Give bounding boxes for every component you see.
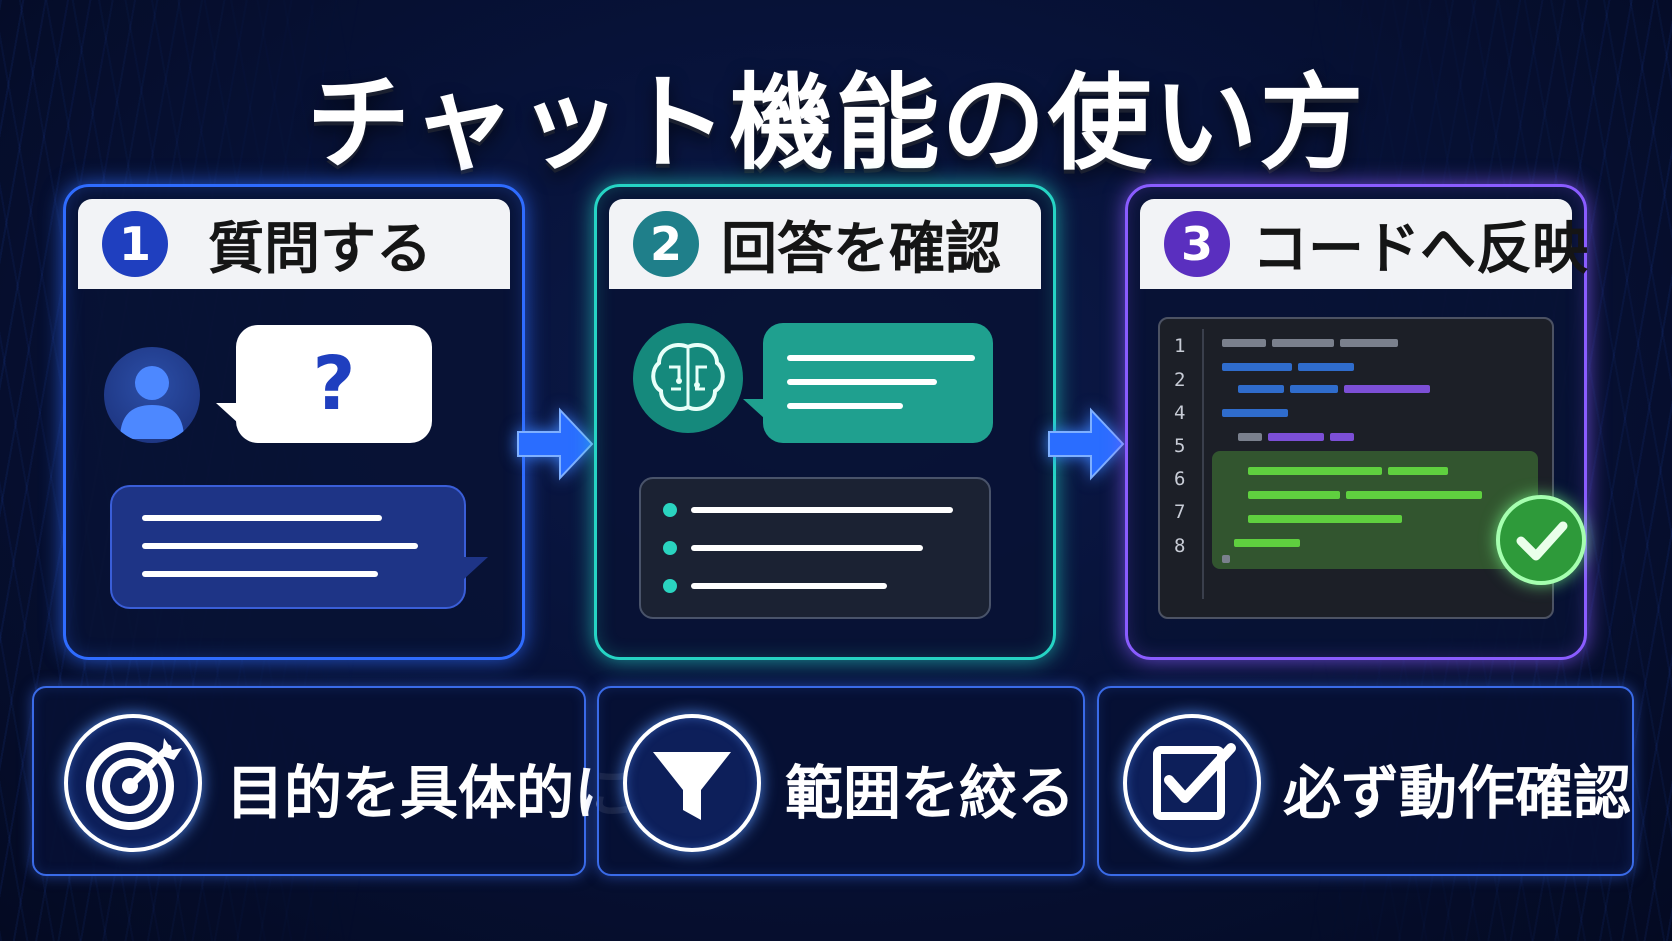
arrow-right-icon bbox=[1047, 404, 1125, 484]
step-label: コードへ反映 bbox=[1252, 216, 1588, 282]
code-token bbox=[1234, 539, 1300, 547]
tip-label: 目的を具体的に bbox=[226, 759, 633, 827]
text-line bbox=[787, 355, 975, 361]
line-number: 5 bbox=[1174, 435, 1186, 457]
step-number-badge: 2 bbox=[633, 211, 699, 277]
message-bubble bbox=[110, 485, 488, 609]
step-panel-question: 1 質問する ? bbox=[63, 184, 525, 660]
line-number: 8 bbox=[1174, 535, 1186, 557]
code-token bbox=[1268, 433, 1324, 441]
line-number: 6 bbox=[1174, 468, 1186, 490]
line-number: 1 bbox=[1174, 335, 1186, 357]
success-check-icon bbox=[1496, 495, 1586, 585]
code-token bbox=[1272, 339, 1334, 347]
step-panel-apply-code: 3 コードへ反映 1 2 4 5 6 7 8 bbox=[1125, 184, 1588, 660]
line-number: 2 bbox=[1174, 369, 1186, 391]
line-number: 4 bbox=[1174, 402, 1186, 424]
code-token bbox=[1330, 433, 1354, 441]
arrow-right-icon bbox=[516, 404, 594, 484]
bullet-icon bbox=[663, 579, 677, 593]
ai-brain-icon bbox=[633, 323, 743, 433]
question-mark-icon: ? bbox=[312, 341, 356, 427]
text-line bbox=[142, 543, 418, 549]
step-number-badge: 3 bbox=[1164, 211, 1230, 277]
code-token bbox=[1248, 515, 1402, 523]
text-line bbox=[787, 379, 937, 385]
text-line bbox=[142, 571, 378, 577]
target-icon bbox=[64, 714, 202, 852]
code-token bbox=[1346, 491, 1482, 499]
line-number-gutter: 1 2 4 5 6 7 8 bbox=[1160, 329, 1204, 599]
code-token bbox=[1298, 363, 1354, 371]
step-label: 回答を確認 bbox=[721, 216, 1001, 282]
code-token bbox=[1344, 385, 1430, 393]
tip-card-narrow-scope: 範囲を絞る bbox=[597, 686, 1085, 876]
answer-list bbox=[639, 477, 991, 619]
code-token bbox=[1388, 467, 1448, 475]
text-line bbox=[787, 403, 903, 409]
bullet-icon bbox=[663, 503, 677, 517]
step-label: 質問する bbox=[208, 216, 432, 282]
answer-bubble bbox=[743, 323, 993, 443]
step-panel-answer: 2 回答を確認 bbox=[594, 184, 1056, 660]
code-token bbox=[1238, 385, 1284, 393]
tip-card-specific-goal: 目的を具体的に bbox=[32, 686, 632, 876]
code-editor: 1 2 4 5 6 7 8 bbox=[1158, 317, 1554, 619]
checkbox-icon bbox=[1123, 714, 1261, 852]
code-token bbox=[1222, 409, 1288, 417]
code-token bbox=[1222, 363, 1292, 371]
list-item-line bbox=[691, 507, 953, 513]
step-header: 2 回答を確認 bbox=[609, 199, 1041, 289]
bullet-icon bbox=[663, 541, 677, 555]
question-bubble: ? bbox=[216, 325, 432, 443]
tip-card-verify-behavior: 必ず動作確認 bbox=[1097, 686, 1634, 876]
code-token bbox=[1238, 433, 1262, 441]
tip-label: 必ず動作確認 bbox=[1283, 759, 1632, 827]
code-token bbox=[1340, 339, 1398, 347]
code-token bbox=[1248, 491, 1340, 499]
tip-label: 範囲を絞る bbox=[785, 759, 1076, 827]
page-title: チャット機能の使い方 bbox=[306, 62, 1366, 184]
user-avatar-icon bbox=[104, 347, 200, 443]
step-header: 3 コードへ反映 bbox=[1140, 199, 1588, 289]
code-token bbox=[1222, 555, 1230, 563]
funnel-icon bbox=[623, 714, 761, 852]
code-token bbox=[1290, 385, 1338, 393]
line-number: 7 bbox=[1174, 501, 1186, 523]
list-item-line bbox=[691, 545, 923, 551]
code-token bbox=[1222, 339, 1266, 347]
step-header: 1 質問する bbox=[78, 199, 510, 289]
text-line bbox=[142, 515, 382, 521]
code-token bbox=[1248, 467, 1382, 475]
list-item-line bbox=[691, 583, 887, 589]
step-number-badge: 1 bbox=[102, 211, 168, 277]
